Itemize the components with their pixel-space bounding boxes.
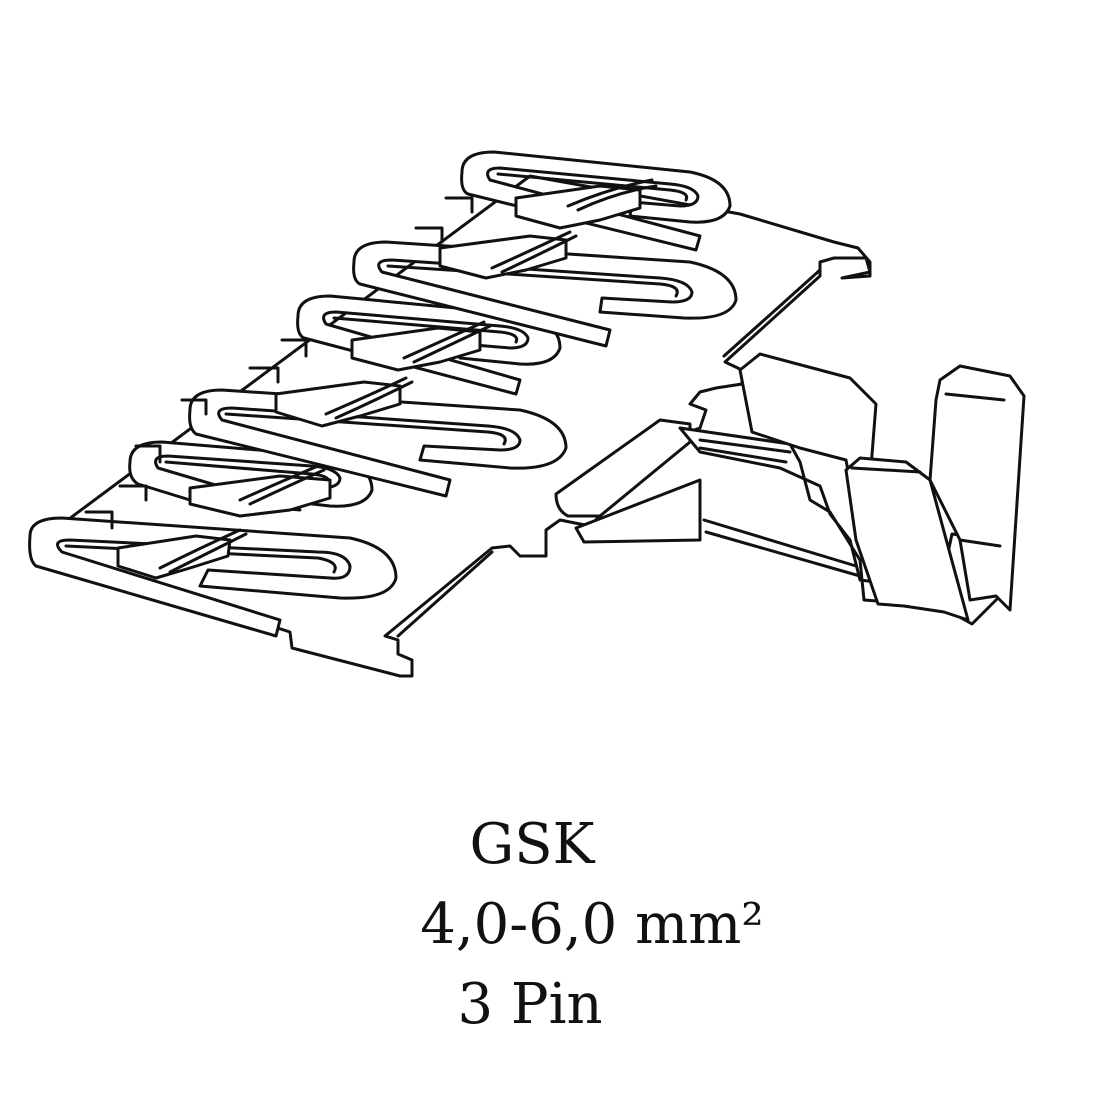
latch-spring-3 [324, 376, 414, 420]
contact-pin-3 [188, 388, 568, 498]
crimp-front-wing [844, 456, 970, 622]
contact-pin-5 [352, 240, 738, 348]
contact-pin-5-slot [386, 264, 679, 298]
pin-count: 3 Pin [457, 972, 603, 1037]
connector-terminal-drawing [28, 150, 1026, 678]
latch-spring-4 [402, 320, 492, 364]
contact-pin-1-slot [64, 544, 337, 574]
latch-pin-5 [438, 234, 568, 280]
latch-spring-2 [238, 464, 326, 506]
contact-pin-6-slot [496, 172, 689, 202]
rail-line [396, 268, 822, 638]
contact-pin-3-slot [224, 412, 507, 446]
terminal-illustration [28, 150, 1026, 678]
latch-spring-6 [566, 178, 658, 212]
contact-pin-4-slot [332, 316, 519, 344]
latch-spring-1 [158, 528, 248, 574]
crimp-detail-lines [698, 392, 1006, 578]
part-caption: GSK 4,0-6,0 mm² 3 Pin [0, 805, 1096, 1045]
product-code: GSK [469, 812, 595, 877]
wire-cross-section: 4,0-6,0 mm² [420, 892, 764, 957]
contact-pin-6 [460, 150, 732, 252]
crimp-base [574, 478, 702, 544]
tab-row [84, 196, 474, 530]
latch-spring-5 [490, 230, 578, 274]
latch-pin-2 [188, 474, 332, 518]
latch-pin-3 [274, 380, 402, 428]
crimp-rear-tab [928, 364, 1026, 612]
contact-pin-1 [28, 516, 398, 638]
